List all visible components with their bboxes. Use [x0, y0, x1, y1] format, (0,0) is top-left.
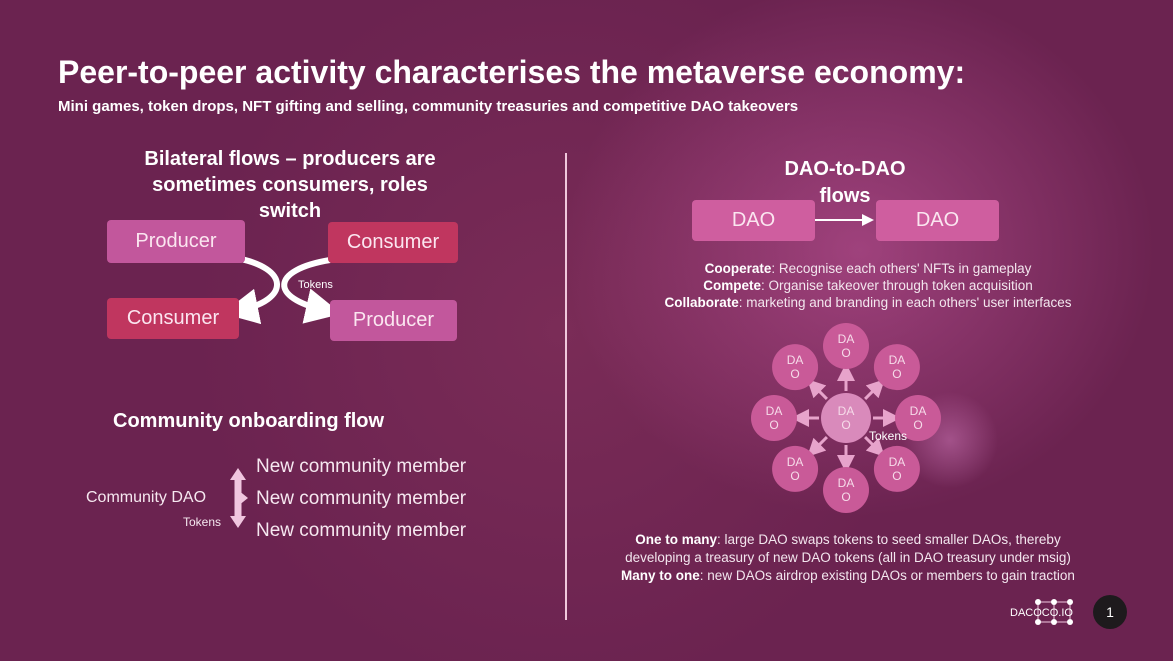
cross-arrow-right — [281, 257, 342, 324]
dao-node-label: O — [769, 418, 778, 432]
community-dao-label: Community DAO — [86, 489, 207, 506]
onboarding-heading: Community onboarding flow — [113, 410, 385, 432]
note-treasury: developing a treasury of new DAO tokens … — [625, 550, 1071, 565]
relation-compete: Compete: Organise takeover through token… — [703, 278, 1033, 293]
dao-node-label: O — [913, 418, 922, 432]
dao-node-label: O — [790, 367, 799, 381]
dao-relations: Cooperate: Recognise each others' NFTs i… — [568, 260, 1168, 311]
hub-arrow — [864, 379, 885, 400]
dao-node-label: DA — [787, 455, 804, 469]
dao-node-label: O — [892, 367, 901, 381]
dao-node — [895, 395, 941, 441]
bilateral-heading: Bilateral flows – producers are sometime… — [90, 146, 490, 224]
dao-node-label: O — [841, 346, 850, 360]
dao-node-label: O — [841, 490, 850, 504]
relation-collaborate: Collaborate: marketing and branding in e… — [664, 295, 1072, 310]
dao-node-label: DA — [910, 404, 927, 418]
hub-arrow — [864, 436, 885, 457]
dao-node — [772, 445, 819, 492]
dao-box-left: DAO — [692, 200, 815, 241]
logo-graphic: DACOCO.IO — [1010, 599, 1073, 625]
relation-cooperate: Cooperate: Recognise each others' NFTs i… — [704, 261, 1032, 276]
new-member: New community member — [256, 520, 467, 541]
cross-arrow-left — [222, 255, 280, 325]
new-member: New community member — [256, 456, 467, 477]
dao-node-label: DA — [838, 476, 855, 490]
dao-node-label: DA — [889, 455, 906, 469]
dao-heading-line: flows — [819, 185, 871, 207]
consumer-box-top: Consumer — [328, 222, 458, 263]
dao-heading-line: DAO-to-DAO — [784, 158, 906, 180]
new-member: New community member — [256, 488, 467, 509]
bilateral-heading-line: switch — [258, 200, 322, 222]
dacoco-logo: DACOCO.IO — [1008, 596, 1082, 628]
hub-arrow — [807, 436, 828, 457]
dao-node-label: DA — [766, 404, 783, 418]
dao-node — [772, 344, 819, 391]
dao-node-label: DA — [838, 332, 855, 346]
onboarding-tokens-label: Tokens — [183, 515, 222, 529]
dao-box-right: DAO — [876, 200, 999, 241]
dao-node — [823, 323, 869, 369]
dao-node-label: DA — [889, 353, 906, 367]
dao-node-label: DA — [787, 353, 804, 367]
hub-center-label: O — [841, 418, 850, 432]
tokens-label: Tokens — [298, 279, 333, 291]
dao-node-label: O — [892, 469, 901, 483]
producer-box-bottom: Producer — [330, 300, 457, 341]
dao-node — [873, 445, 920, 492]
dao-node-label: O — [790, 469, 799, 483]
dao-node — [873, 344, 920, 391]
dao-hub-center — [821, 393, 871, 443]
slide-title: Peer-to-peer activity characterises the … — [58, 54, 966, 90]
hub-arrow — [807, 379, 828, 400]
dao-node — [751, 395, 797, 441]
hub-tokens-label: Tokens — [869, 429, 907, 443]
dao-node — [823, 467, 869, 513]
dao-to-dao-heading: DAO-to-DAO flows — [745, 156, 945, 210]
bilateral-heading-line: sometimes consumers, roles — [152, 174, 428, 196]
note-many-to-one: Many to one: new DAOs airdrop existing D… — [621, 568, 1075, 583]
svg-text:DACOCO.IO: DACOCO.IO — [1010, 607, 1073, 619]
slide-subtitle: Mini games, token drops, NFT gifting and… — [58, 98, 799, 115]
hub-center-label: DA — [838, 404, 855, 418]
page-number: 1 — [1093, 595, 1127, 629]
producer-box-top: Producer — [107, 220, 245, 263]
bilateral-heading-line: Bilateral flows – producers are — [144, 148, 436, 170]
consumer-box-bottom: Consumer — [107, 298, 239, 339]
distribution-notes: One to many: large DAO swaps tokens to s… — [548, 531, 1148, 585]
note-one-to-many: One to many: large DAO swaps tokens to s… — [635, 532, 1061, 547]
